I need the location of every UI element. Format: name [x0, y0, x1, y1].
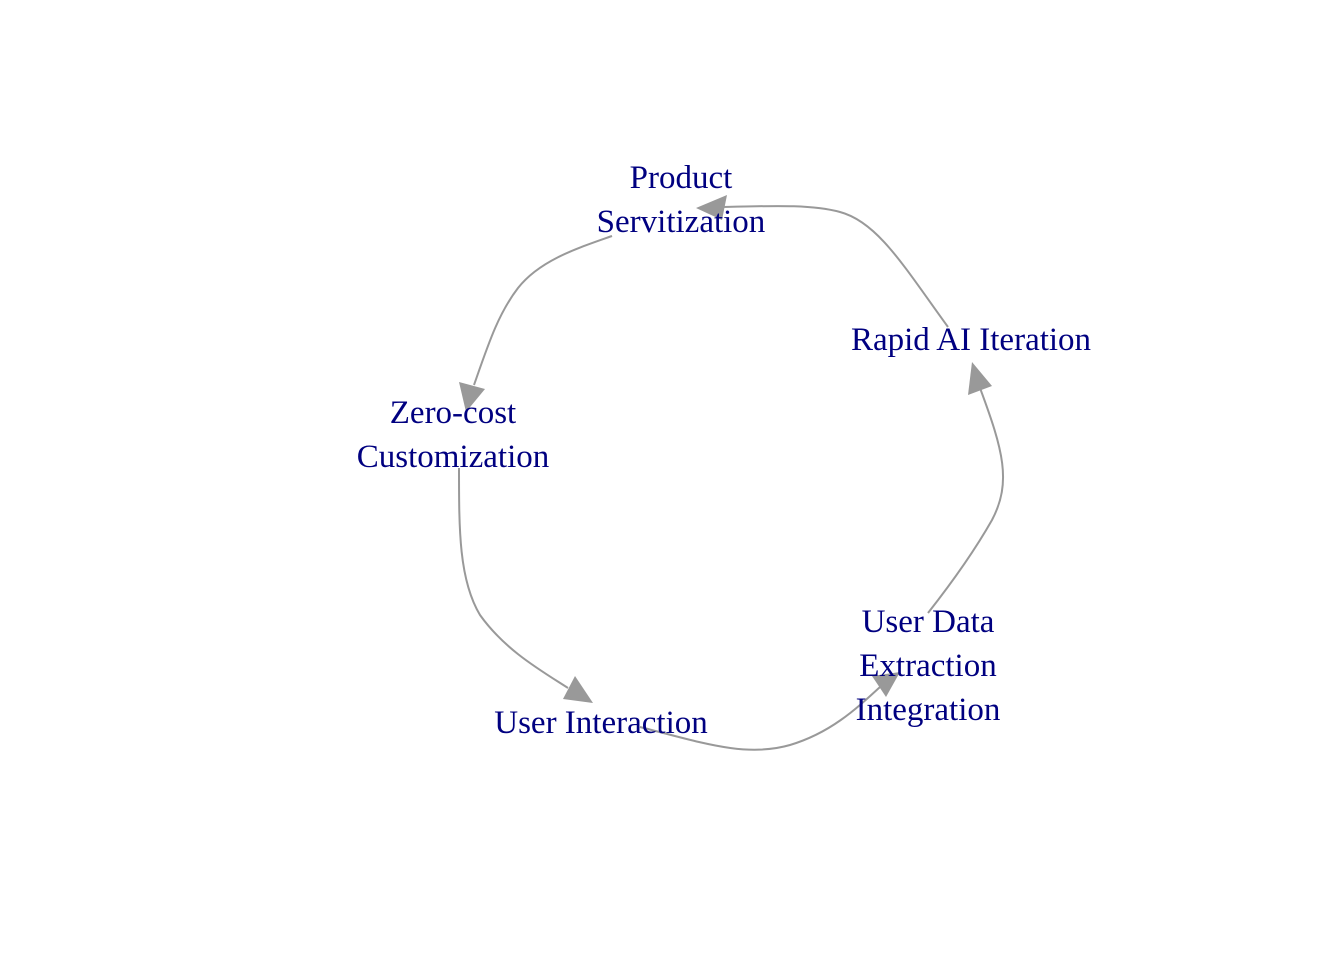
- edge-rapid-ai-to-product-servitization: [696, 195, 949, 328]
- node-label-line: Extraction: [859, 648, 997, 684]
- edge-product-servitization-to-zero-cost: [459, 235, 613, 412]
- node-label-line: Customization: [356, 439, 550, 475]
- node-label-line: Rapid AI Iteration: [850, 322, 1092, 358]
- node-label-line: Zero-cost: [389, 395, 517, 431]
- edge-user-data-to-rapid-ai: [927, 362, 1004, 614]
- node-label-line: User Interaction: [494, 705, 708, 741]
- edge-user-interaction-to-user-data: [639, 672, 900, 751]
- node-label-line: Servitization: [596, 204, 766, 240]
- node-user-data-extraction-integration: User Data Extraction Integration: [856, 600, 1001, 732]
- node-user-interaction: User Interaction: [494, 701, 708, 745]
- node-label-line: User Data: [861, 604, 995, 640]
- node-zero-cost-customization: Zero-cost Customization: [357, 391, 550, 479]
- node-rapid-ai-iteration: Rapid AI Iteration: [851, 318, 1091, 362]
- edge-zero-cost-to-user-interaction: [458, 467, 593, 703]
- node-label-line: Product: [629, 160, 733, 196]
- node-product-servitization: Product Servitization: [597, 156, 766, 244]
- node-label-line: Integration: [855, 692, 1001, 728]
